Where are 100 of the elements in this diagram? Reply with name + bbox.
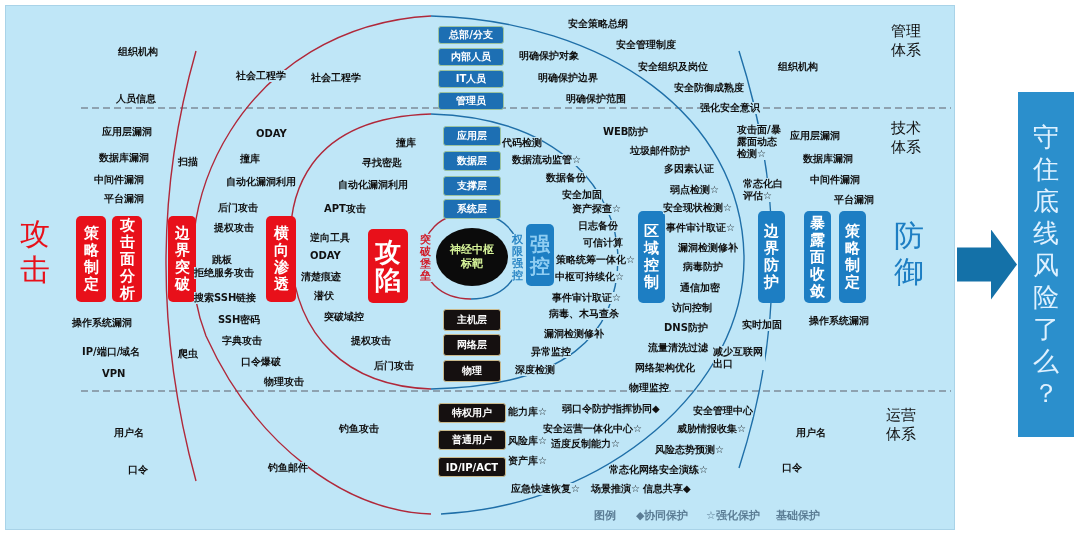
layer-box: 普通用户 [438, 430, 506, 450]
item-label: 场景推演☆ [591, 483, 640, 495]
item-label: 应急快速恢复☆ [511, 483, 580, 495]
item-label: 访问控制 [672, 302, 712, 314]
item-label: 钓鱼攻击 [339, 423, 379, 435]
item-label: 自动化漏洞利用 [338, 179, 408, 191]
item-label: ODAY [256, 128, 287, 140]
item-label: 口令 [128, 464, 148, 476]
item-label: 数据流动监管☆ [512, 154, 581, 166]
item-label: 多因素认证 [664, 163, 714, 175]
item-label: 实时加固 [742, 319, 782, 331]
item-label: 清楚痕迹 [301, 271, 341, 283]
layer-box: 应用层 [443, 126, 501, 146]
layer-box: 物理 [443, 360, 501, 382]
item-label: 安全防御成熟度 [674, 82, 744, 94]
item-label: 安全现状检测☆ [663, 202, 732, 214]
item-label: WEB防护 [603, 126, 649, 138]
item-label: 适度反制能力☆ [551, 438, 620, 450]
diagram-panel [5, 5, 955, 530]
attack-stage-box: 横向渗透 [266, 216, 296, 302]
legend-text: 基础保护 [776, 510, 820, 522]
item-label: 跳板 [212, 254, 232, 266]
layer-box: 支撑层 [443, 176, 501, 196]
item-label: 中间件漏洞 [810, 174, 860, 186]
item-label: 深度检测 [515, 364, 555, 376]
item-label: 数据库漏洞 [803, 153, 853, 165]
item-label: 提权攻击 [214, 222, 254, 234]
item-label: 物理监控 [629, 382, 669, 394]
item-label: 事件审计取证☆ [552, 292, 621, 304]
item-label: 搜索SSH链接 [194, 292, 257, 304]
question-panel: 守住底线风险了么？ [1018, 92, 1074, 437]
item-label: 中枢可持续化☆ [555, 271, 624, 283]
item-label: 人员信息 [116, 93, 156, 105]
ring-label: 权限强控 [512, 234, 524, 282]
defense-stage-box: 强控 [526, 224, 554, 286]
item-label: 代码检测 [502, 137, 542, 149]
layer-box: 主机层 [443, 309, 501, 331]
item-label: 明确保护边界 [538, 72, 598, 84]
item-label: 资产探查☆ [572, 203, 621, 215]
item-label: 钓鱼邮件 [268, 462, 308, 474]
item-label: 组织机构 [118, 46, 158, 58]
legend-text: 图例 [594, 510, 616, 522]
layer-box: 系统层 [443, 199, 501, 219]
item-label: 流量清洗过滤 [648, 342, 708, 354]
item-label: 操作系统漏洞 [809, 315, 869, 327]
item-label: 口令 [782, 462, 802, 474]
item-label: 操作系统漏洞 [72, 317, 132, 329]
item-label: VPN [102, 368, 126, 380]
item-label: 可信计算 [583, 237, 623, 249]
item-label: 撞库 [240, 153, 260, 165]
item-label: 安全加固 [562, 189, 602, 201]
item-label: 中间件漏洞 [94, 174, 144, 186]
item-label: 强化安全意识 [700, 102, 760, 114]
item-label: 后门攻击 [374, 360, 414, 372]
item-label: 信息共享◆ [643, 483, 691, 495]
item-label: 字典攻击 [222, 335, 262, 347]
item-label: 垃圾邮件防护 [630, 145, 690, 157]
item-label: 明确保护范围 [566, 93, 626, 105]
legend-text: ◆协同保护 [636, 510, 689, 522]
item-label: 应用层漏洞 [102, 126, 152, 138]
item-label: 应用层漏洞 [790, 130, 840, 142]
item-label: 威胁情报收集☆ [677, 423, 746, 435]
item-label: 攻击面/暴露面动态检测☆ [737, 124, 783, 160]
item-label: 安全组织及岗位 [638, 61, 708, 73]
item-label: 安全策略总纲 [568, 18, 628, 30]
layer-box: IT人员 [438, 70, 504, 88]
attack-stage-box: 攻击面分析 [112, 216, 142, 302]
item-label: 明确保护对象 [519, 50, 579, 62]
item-label: ODAY [310, 250, 341, 262]
item-label: 日志备份 [578, 220, 618, 232]
item-label: 物理攻击 [264, 376, 304, 388]
attack-stage-box: 攻陷 [368, 229, 408, 303]
item-label: 资产库☆ [508, 455, 547, 467]
target-ellipse: 神经中枢标靶 [436, 228, 508, 286]
item-label: 异常监控 [531, 346, 571, 358]
item-label: 寻找密匙 [362, 157, 402, 169]
item-label: 用户名 [796, 427, 826, 439]
item-label: 突破域控 [324, 311, 364, 323]
item-label: 口令爆破 [241, 356, 281, 368]
item-label: 用户名 [114, 427, 144, 439]
item-label: SSH密码 [218, 314, 261, 326]
item-label: 病毒防护 [683, 261, 723, 273]
item-label: 扫描 [178, 156, 198, 168]
item-label: 风险库☆ [508, 435, 547, 447]
item-label: DNS防护 [664, 322, 708, 334]
item-label: 拒绝服务攻击 [194, 267, 254, 279]
defense-stage-box: 策略制定 [839, 211, 866, 303]
item-label: 网络架构优化 [635, 362, 695, 374]
attack-stage-box: 策略制定 [76, 216, 106, 302]
item-label: 病毒、木马查杀 [549, 308, 619, 320]
layer-box: 管理员 [438, 92, 504, 110]
item-label: 事件审计取证☆ [666, 222, 735, 234]
item-label: 社会工程学 [311, 72, 361, 84]
item-label: 爬虫 [178, 348, 198, 360]
layer-box: 网络层 [443, 334, 501, 356]
defense-stage-box: 暴露面收敛 [804, 211, 831, 303]
item-label: 撞库 [396, 137, 416, 149]
layer-box: 特权用户 [438, 403, 506, 423]
item-label: 常态化网络安全演练☆ [609, 464, 708, 476]
item-label: 能力库☆ [508, 406, 547, 418]
